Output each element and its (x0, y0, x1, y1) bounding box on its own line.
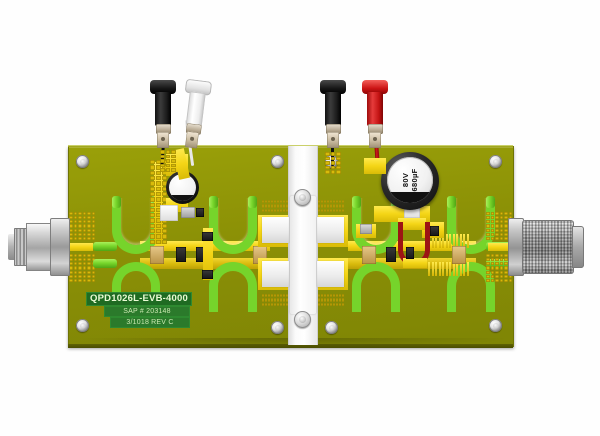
banana-jack-left-white-lug (185, 131, 199, 149)
copper-launch-right (488, 243, 512, 251)
via-field-device-left-top (262, 200, 288, 212)
mounting-hole-top-left (76, 155, 89, 168)
microstrip-hairpin-right-2 (352, 262, 400, 312)
jack-pad-left-black (160, 150, 176, 172)
silkscreen-revision: 3/1018 REV C (110, 317, 190, 328)
silkscreen-part-number: QPD1026L-EVB-4000 (86, 292, 192, 306)
coax-input-body (26, 223, 54, 271)
capacitor-left-2 (196, 247, 206, 262)
electrolytic-capacitor-markings: 80V 680µF (387, 157, 433, 203)
microstrip-feed-left-in-2 (93, 259, 117, 268)
pcb-bottom-edge (68, 344, 513, 348)
power-transistor-package (290, 196, 316, 314)
microstrip-hairpin-left-2 (112, 262, 160, 312)
via-field-device-right-top (318, 200, 344, 212)
resistor-right-2 (452, 246, 466, 264)
resistor-right-1 (362, 246, 376, 264)
microstrip-stub-right-3b (486, 196, 495, 208)
microstrip-stub-left-3b (248, 196, 257, 208)
banana-jack-left-black-lug (157, 132, 169, 148)
device-lead-left-top (262, 217, 289, 243)
microstrip-stub-right-1a (352, 196, 361, 208)
device-screw-top (294, 189, 311, 206)
banana-jack-right-red-collar (367, 124, 383, 134)
via-field-device-left-bottom (262, 294, 288, 306)
mounting-hole-bottom-left (76, 319, 89, 332)
capacitor-left-1 (176, 247, 186, 262)
via-field-device-right-bottom (318, 294, 344, 306)
jack-pad-right-red (364, 158, 386, 174)
banana-jack-right-black-barrel (325, 92, 341, 126)
electrolytic-capacitor: 80V 680µF (381, 152, 439, 210)
coax-input-tip (8, 234, 16, 260)
copper-pad-bias-wire (403, 258, 427, 268)
banana-jack-right-black-lug (327, 132, 339, 148)
coax-input-threads (14, 228, 28, 266)
microstrip-feed-right-out-2 (486, 259, 512, 268)
device-lead-left-bottom (262, 261, 289, 287)
mounting-hole-top-center-left (271, 155, 284, 168)
coax-input-flange (50, 218, 70, 276)
banana-jack-right-red-cap[interactable] (362, 80, 388, 94)
banana-jack-left-black-cap[interactable] (150, 80, 176, 94)
banana-jack-right-black-collar (325, 124, 341, 134)
mounting-hole-bottom-right (489, 319, 502, 332)
device-screw-bottom (294, 311, 311, 328)
smd-left-stub-top (202, 232, 213, 241)
device-lead-right-bottom (317, 261, 344, 287)
microstrip-hairpin-right-4 (447, 262, 495, 312)
coax-output-endcap (572, 226, 584, 268)
copper-fingers-right-bottom (428, 262, 474, 276)
coax-output-knurled-barrel (522, 220, 574, 274)
ecap-capacitance-label: 680µF (410, 168, 419, 192)
banana-jack-left-black-barrel (155, 92, 171, 126)
smd-right-black-2 (406, 247, 414, 259)
banana-jack-left-black[interactable] (150, 80, 176, 150)
smd-part-left-white (160, 205, 178, 221)
coax-connector-output[interactable] (508, 214, 594, 280)
jack-pad-right-black (325, 152, 341, 174)
capacitor-right-1 (386, 247, 396, 262)
banana-jack-right-black-cap[interactable] (320, 80, 346, 94)
via-field-right-bottom (486, 254, 512, 282)
microstrip-hairpin-left-4 (209, 262, 257, 312)
via-field-left-bottom (69, 254, 95, 282)
copper-launch-left (69, 243, 93, 251)
mounting-hole-bottom-center-right (325, 321, 338, 334)
ecap-voltage-label: 80V (401, 172, 410, 188)
via-stitch-left (150, 160, 167, 244)
banana-jack-right-red-lug (369, 132, 381, 148)
electrolytic-capacitor-top: 80V 680µF (387, 157, 433, 203)
smd-part-left-black (196, 208, 204, 217)
microstrip-stub-right-3a (447, 196, 456, 208)
coax-output-flange (508, 218, 524, 276)
resistor-left-1 (150, 246, 164, 264)
smd-right-black-1 (430, 226, 439, 236)
axial-capacitor-left-band (169, 195, 196, 201)
microstrip-feed-left-in (93, 242, 117, 251)
microstrip-stub-left-3a (209, 196, 218, 208)
smd-part-left-grey (181, 207, 195, 218)
banana-jack-left-white[interactable] (178, 78, 213, 152)
via-field-left-top (69, 212, 95, 240)
electrolytic-capacitor-polarity-band (387, 192, 433, 203)
microstrip-stub-left-1a (112, 196, 121, 208)
banana-jack-right-red[interactable] (362, 80, 388, 150)
silkscreen-sap-number: SAP # 203148 (104, 306, 190, 317)
device-lead-right-top (317, 217, 344, 243)
smd-left-stub-bottom (202, 270, 213, 279)
banana-jack-right-black[interactable] (320, 80, 346, 150)
microstrip-hairpin-left-3 (209, 198, 257, 254)
banana-jack-right-red-barrel (367, 92, 383, 126)
copper-stub-left-center (203, 228, 213, 280)
mounting-hole-bottom-center-left (271, 321, 284, 334)
banana-jack-left-white-barrel (185, 91, 206, 127)
coax-connector-input[interactable] (8, 216, 70, 278)
smd-right-grey-1 (360, 224, 372, 234)
mounting-hole-top-right (489, 155, 502, 168)
banana-jack-left-black-collar (155, 124, 171, 134)
